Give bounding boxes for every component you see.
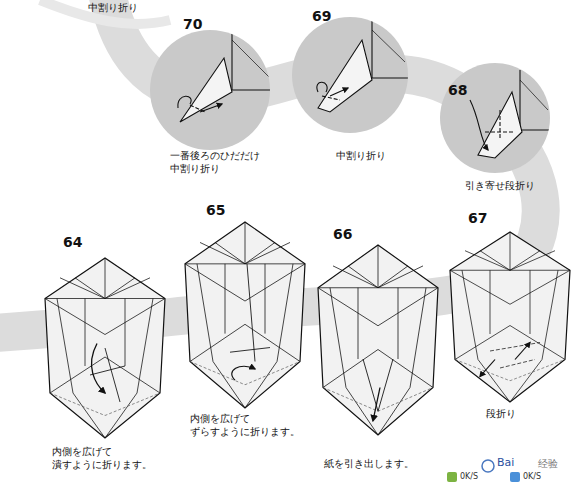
fold-instruction: 中割り折り [88,2,138,15]
status-text: 0K/S [460,472,478,482]
step-number: 70 [183,16,202,34]
step-number: 68 [448,82,467,100]
watermark: 经验 [538,458,558,471]
fold-instruction: 引き寄せ段折り [465,180,535,193]
fold-instruction: 段折り [486,408,516,421]
watermark: Bai [497,456,514,470]
step-number: 66 [333,226,352,244]
watermark-logo [482,460,494,472]
status-icon [510,472,520,482]
step-number: 64 [63,234,82,252]
fold-instruction: 一番後ろのひだだけ 中割り折り [170,150,275,175]
fold-instruction: 内側を広げて ずらすように折ります。 [190,413,305,438]
fold-instruction: 紙を引き出します。 [324,458,414,471]
step-number: 67 [468,210,487,228]
status-text: 0K/S [523,472,541,482]
step-number: 65 [206,202,225,220]
step-number: 69 [312,8,331,26]
status-icon [447,472,457,482]
fold-instruction: 中割り折り [336,150,386,163]
fold-instruction: 内側を広げて 潰すように折ります。 [52,446,167,471]
